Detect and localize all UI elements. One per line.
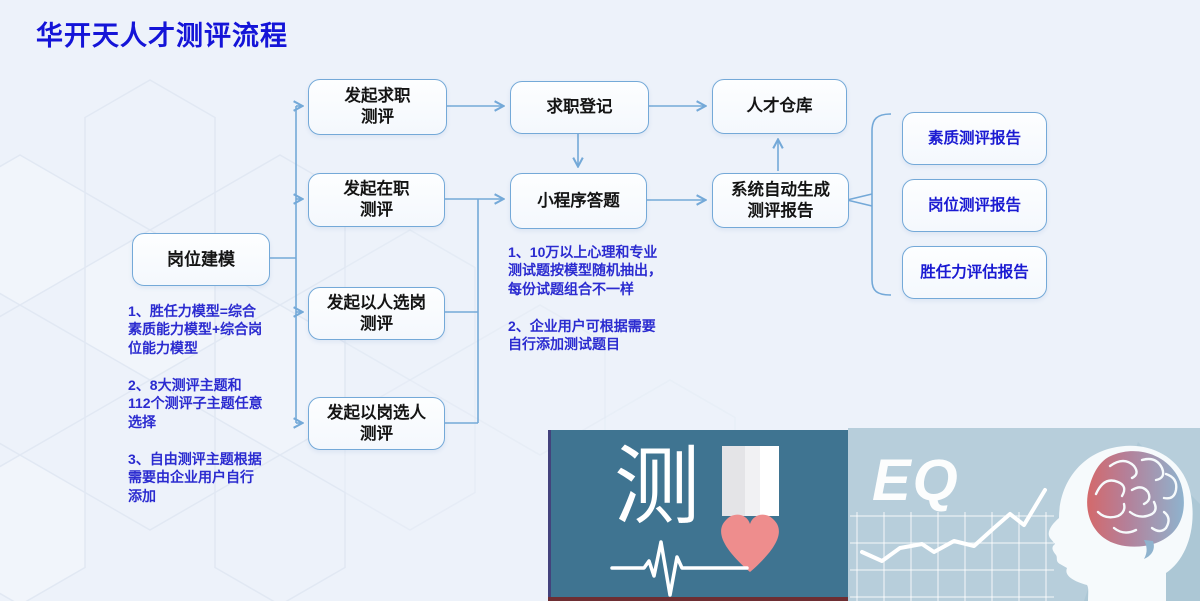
trend-line-icon xyxy=(860,488,1047,563)
node-job-register: 求职登记 xyxy=(510,81,649,134)
node-report-quality: 素质测评报告 xyxy=(902,112,1047,165)
node-report-position: 岗位测评报告 xyxy=(902,179,1047,232)
node-launch-post-to-person: 发起以岗选人 测评 xyxy=(308,397,445,450)
note-answering: 1、10万以上心理和专业 测试题按模型随机抽出， 每份试题组合不一样 2、企业用… xyxy=(508,244,662,353)
banner-left-edge-stripe xyxy=(548,430,551,601)
node-launch-jobseek: 发起求职 测评 xyxy=(308,79,447,135)
ekg-line-icon xyxy=(610,540,749,597)
pencil-heart-ekg-icon xyxy=(610,446,779,597)
connector-modeling-trunk xyxy=(268,106,297,423)
assessment-banner-image: 测 xyxy=(548,430,848,601)
node-report-competency: 胜任力评估报告 xyxy=(902,246,1047,299)
heart-icon xyxy=(721,514,779,572)
banner-left-bottom-stripe xyxy=(548,597,848,601)
eq-banner-image: EQ xyxy=(848,428,1200,601)
node-talent-warehouse: 人才仓库 xyxy=(712,79,847,134)
connector-report-bracket xyxy=(871,113,892,296)
node-miniapp-answer: 小程序答题 xyxy=(510,173,647,229)
eq-grid-head-icon xyxy=(850,442,1200,601)
connector-collector xyxy=(443,199,479,424)
node-post-modeling: 岗位建模 xyxy=(132,233,270,286)
page-title: 华开天人才测评流程 xyxy=(36,21,288,51)
connector-report-fork xyxy=(846,193,873,207)
eq-label: EQ xyxy=(872,448,960,513)
node-auto-report: 系统自动生成 测评报告 xyxy=(712,173,849,228)
pencil-icon xyxy=(722,446,779,516)
node-launch-person-to-post: 发起以人选岗 测评 xyxy=(308,287,445,340)
note-modeling: 1、胜任力模型=综合 素质能力模型+综合岗 位能力模型 2、8大测评主题和 11… xyxy=(128,303,263,504)
node-launch-onjob: 发起在职 测评 xyxy=(308,173,445,227)
ce-character-glyph: 测 xyxy=(614,439,700,535)
brain-icon xyxy=(1087,451,1184,559)
